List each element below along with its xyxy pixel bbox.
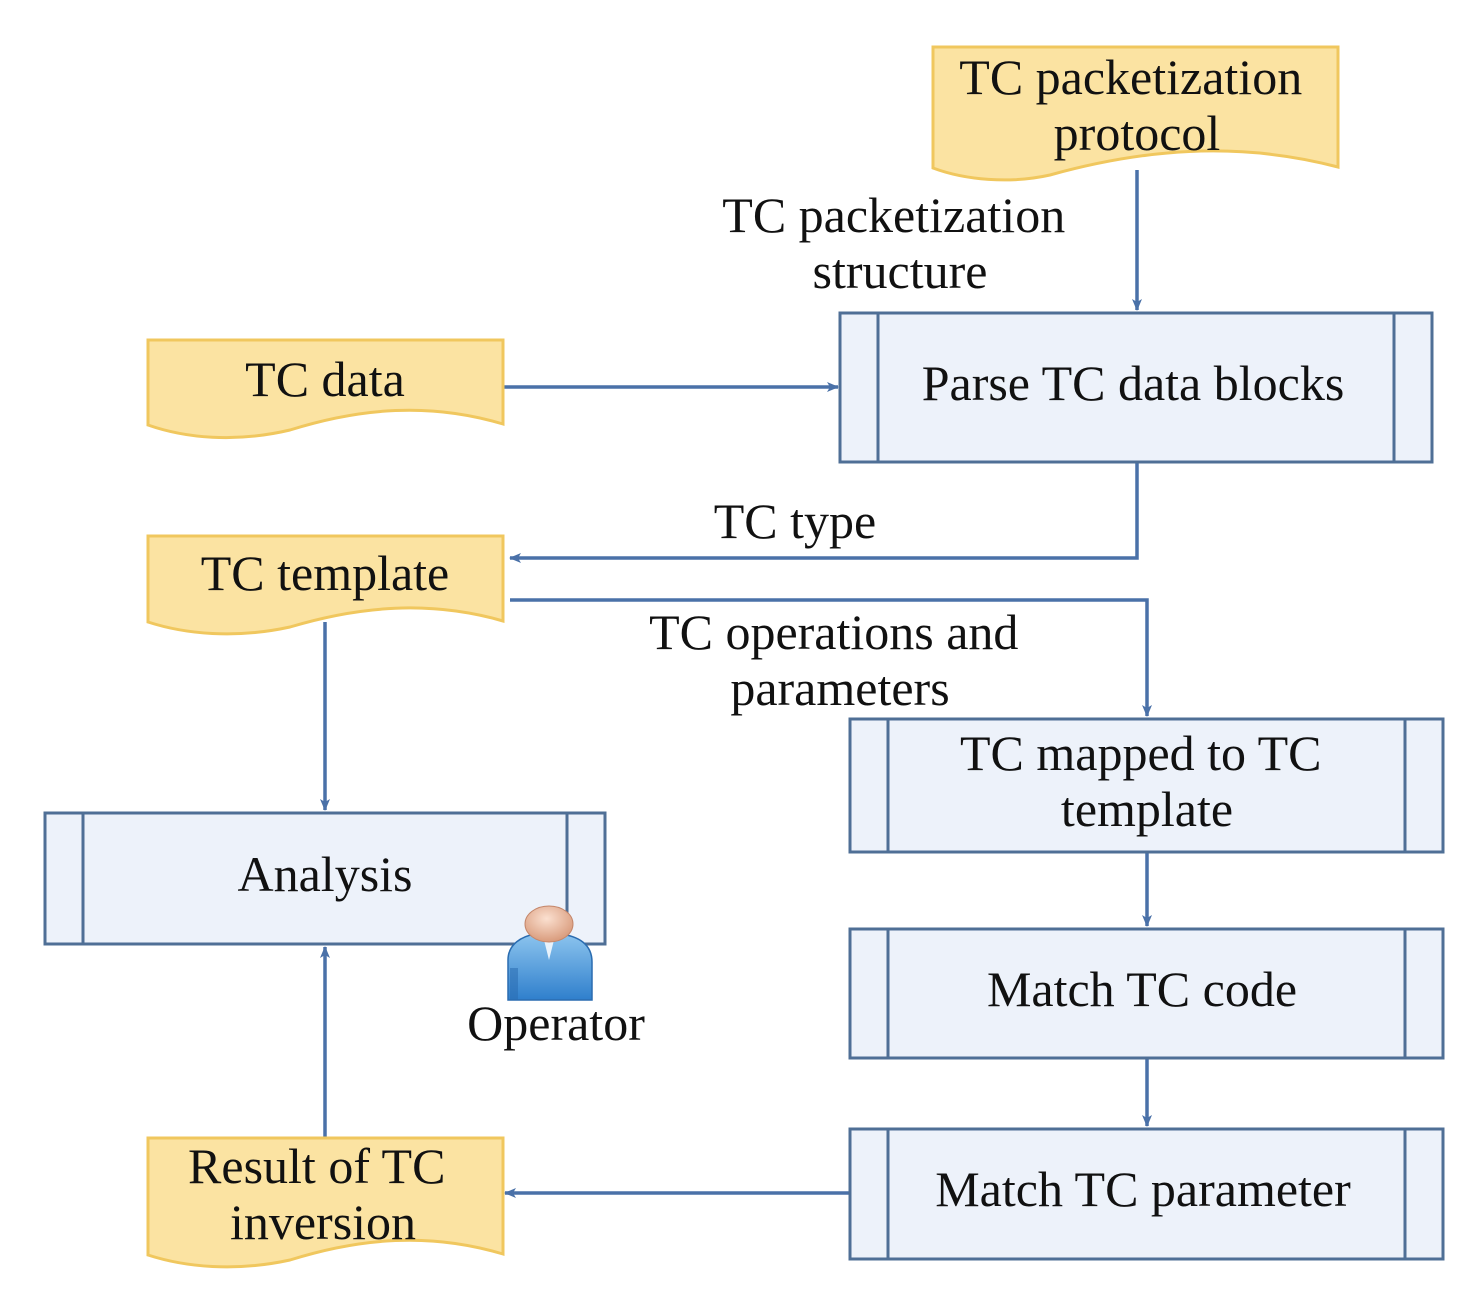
operator-label: Operator [467, 995, 645, 1051]
edge-label-packetization-structure: TC packetization structure [722, 187, 1077, 299]
doc-tc-data-label: TC data [245, 351, 405, 407]
processes [43, 311, 1445, 1261]
doc-result-tc-inversion [146, 1136, 505, 1269]
process-match-param-label: Match TC parameter [935, 1161, 1351, 1217]
process-match-tc-parameter [848, 1127, 1445, 1261]
process-parse-tc-data-blocks [838, 311, 1434, 464]
connectors [320, 170, 1152, 1198]
process-parse-label: Parse TC data blocks [922, 355, 1345, 411]
doc-result-label: Result of TC inversion [188, 1138, 458, 1250]
doc-packetization-protocol [931, 45, 1340, 182]
edge-label-operations-parameters: TC operations and parameters [649, 604, 1031, 716]
documents [146, 45, 1340, 1269]
edge-label-tc-type: TC type [714, 493, 876, 549]
labels: TC packetization protocol TC packetizati… [188, 49, 1351, 1250]
process-match-tc-code [848, 927, 1445, 1060]
process-analysis-label: Analysis [238, 846, 413, 902]
doc-packetization-protocol-label: TC packetization protocol [959, 49, 1314, 161]
process-match-code-label: Match TC code [987, 961, 1297, 1017]
doc-tc-data [146, 338, 505, 440]
arrow-template-to-mapped [510, 598, 1152, 717]
doc-tc-template [146, 534, 505, 636]
operator-icon [507, 905, 593, 1001]
doc-tc-template-label: TC template [201, 545, 450, 601]
process-tc-mapped [848, 717, 1445, 854]
process-mapped-label: TC mapped to TC template [960, 725, 1334, 837]
arrow-parse-to-template [509, 462, 1139, 563]
